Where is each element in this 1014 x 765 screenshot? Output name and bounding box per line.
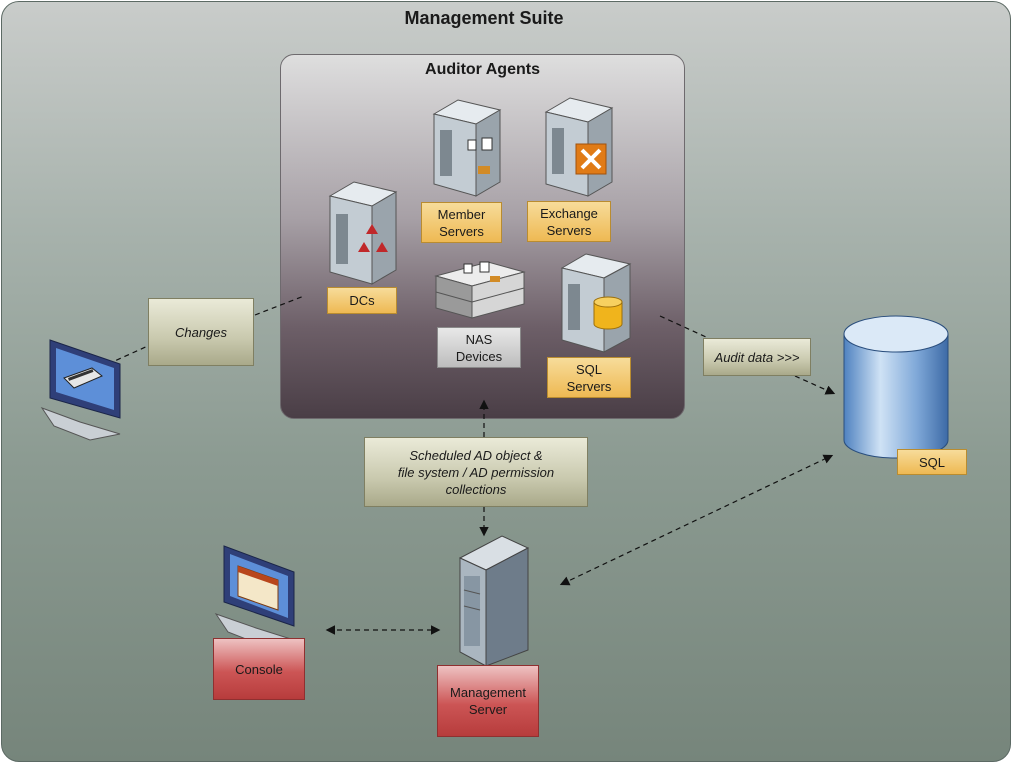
exchange-server-icon — [544, 97, 614, 197]
sql-database-icon — [843, 315, 949, 459]
nas-devices-label: NAS Devices — [437, 327, 521, 368]
line-changes-dcs — [254, 295, 305, 316]
sql-database-label: SQL — [897, 449, 967, 475]
management-server-label: Management Server — [437, 665, 539, 737]
agents-title: Auditor Agents — [425, 61, 540, 78]
management-server-icon — [458, 535, 530, 667]
arrow-audit-db — [794, 375, 836, 395]
console-label: Console — [213, 638, 305, 700]
nas-device-icon — [434, 261, 526, 319]
workstation-icon — [40, 339, 121, 441]
console-monitor-icon — [214, 545, 295, 646]
member-servers-label: Member Servers — [421, 202, 502, 243]
changes-note: Changes — [148, 298, 254, 366]
line-workstation-changes — [107, 344, 151, 365]
audit-data-note: Audit data >>> — [703, 338, 811, 376]
suite-title: Management Suite — [404, 8, 564, 28]
sql-server-icon — [560, 253, 632, 353]
line-sql-audit — [659, 315, 707, 338]
arrow-mgmt-sql — [559, 454, 834, 586]
domain-controller-icon — [328, 181, 398, 285]
member-server-icon — [432, 99, 502, 197]
sql-servers-label: SQL Servers — [547, 357, 631, 398]
scheduled-collections-note: Scheduled AD object & file system / AD p… — [364, 437, 588, 507]
exchange-servers-label: Exchange Servers — [527, 201, 611, 242]
dcs-label: DCs — [327, 287, 397, 314]
